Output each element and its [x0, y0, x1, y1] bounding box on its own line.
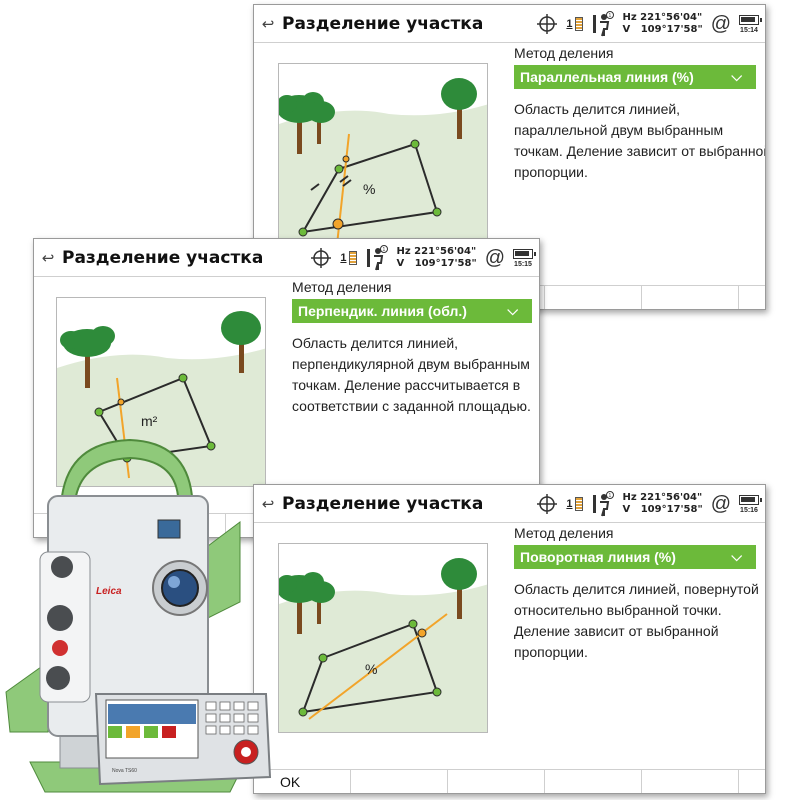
angle-readout: Hz 221°56'04" V 109°17'58" — [622, 492, 703, 515]
method-label: Метод деления — [514, 525, 614, 541]
softkey-4[interactable] — [545, 286, 642, 309]
page-title: Разделение участка — [282, 13, 484, 34]
method-dropdown[interactable]: Параллельная линия (%) ⌵ — [514, 65, 756, 89]
softkey-5[interactable] — [642, 286, 739, 309]
tree-icon — [279, 572, 335, 634]
diagram-label: m² — [141, 413, 158, 429]
battery-icon: 15:16 — [739, 494, 762, 514]
svg-text:1: 1 — [608, 13, 611, 19]
clock: 15:14 — [740, 26, 758, 34]
chevron-down-icon: ⌵ — [731, 548, 742, 564]
person-instrument-icon[interactable]: 1 — [591, 11, 615, 37]
svg-text:1: 1 — [382, 247, 385, 253]
target-icon[interactable] — [536, 493, 558, 515]
method-value: Параллельная линия (%) — [520, 69, 694, 85]
battery-icon: 15:15 — [513, 248, 536, 268]
angle-readout: Hz 221°56'04" V 109°17'58" — [622, 12, 703, 35]
angle-readout: Hz 221°56'04" V 109°17'58" — [396, 246, 477, 269]
page-title: Разделение участка — [282, 493, 484, 514]
person-instrument-icon[interactable]: 1 — [591, 491, 615, 517]
battery-icon: 15:14 — [739, 14, 762, 34]
division-illustration: % — [278, 63, 488, 253]
tree-icon — [279, 92, 335, 154]
tree-icon — [441, 558, 477, 619]
softkey-3[interactable] — [448, 286, 545, 309]
method-description: Область делится линией, параллельной дву… — [514, 101, 766, 180]
prism-icon[interactable]: 1 — [566, 497, 583, 511]
target-icon[interactable] — [536, 13, 558, 35]
title-bar: ↩ Разделение участка 1 1 Hz 221°56'04" V… — [34, 239, 539, 277]
method-value: Поворотная линия (%) — [520, 549, 676, 565]
screen-rotating-line: ↩ Разделение участка 1 1 Hz 221°56'04" V… — [253, 484, 766, 794]
clock: 15:16 — [740, 506, 758, 514]
at-icon[interactable]: @ — [710, 12, 731, 35]
brand-label: Leica — [96, 586, 122, 597]
chevron-down-icon: ⌵ — [507, 302, 518, 318]
softkey-bar: OK — [254, 769, 765, 793]
division-illustration: % — [278, 543, 488, 733]
total-station-device: Leica Nova TS60 — [5, 438, 272, 793]
status-bar: 1 1 Hz 221°56'04" V 109°17'58" @ 15:15 — [310, 239, 536, 277]
status-bar: 1 1 Hz 221°56'04" V 109°17'58" @ 15:16 — [536, 485, 762, 523]
model-label: Nova TS60 — [112, 768, 137, 774]
tree-icon — [441, 78, 477, 139]
tree-icon — [60, 326, 115, 388]
method-label: Метод деления — [292, 279, 392, 295]
softkey-2[interactable] — [130, 514, 226, 537]
softkey-4[interactable] — [545, 770, 642, 793]
at-icon[interactable]: @ — [484, 246, 505, 269]
softkey-5[interactable] — [642, 770, 739, 793]
person-instrument-icon[interactable]: 1 — [365, 245, 389, 271]
tree-icon — [221, 311, 261, 373]
svg-text:1: 1 — [608, 493, 611, 499]
title-bar: ↩ Разделение участка 1 1 Hz 221°56'04" V… — [254, 5, 765, 43]
title-bar: ↩ Разделение участка 1 1 Hz 221°56'04" V… — [254, 485, 765, 523]
diagram-label: % — [363, 181, 375, 197]
softkey-page[interactable] — [739, 286, 765, 309]
method-description: Область делится линией, повернутой относ… — [514, 581, 759, 660]
prism-icon[interactable]: 1 — [566, 17, 583, 31]
page-title: Разделение участка — [62, 247, 264, 268]
back-arrow-icon[interactable]: ↩ — [41, 249, 55, 267]
status-bar: 1 1 Hz 221°56'04" V 109°17'58" @ 15:14 — [536, 5, 762, 43]
diagram-label: % — [365, 661, 377, 677]
softkey-page[interactable] — [739, 770, 765, 793]
target-icon[interactable] — [310, 247, 332, 269]
back-arrow-icon[interactable]: ↩ — [261, 15, 275, 33]
chevron-down-icon: ⌵ — [731, 68, 742, 84]
softkey-3[interactable] — [448, 770, 545, 793]
method-description: Область делится линией, перпендикулярной… — [292, 335, 531, 414]
back-arrow-icon[interactable]: ↩ — [261, 495, 275, 513]
method-dropdown[interactable]: Поворотная линия (%) ⌵ — [514, 545, 756, 569]
method-dropdown[interactable]: Перпендик. линия (обл.) ⌵ — [292, 299, 532, 323]
ok-button[interactable]: OK — [254, 770, 351, 793]
prism-icon[interactable]: 1 — [340, 251, 357, 265]
clock: 15:15 — [514, 260, 532, 268]
method-label: Метод деления — [514, 45, 614, 61]
method-value: Перпендик. линия (обл.) — [298, 303, 467, 319]
at-icon[interactable]: @ — [710, 492, 731, 515]
softkey-2[interactable] — [351, 770, 448, 793]
